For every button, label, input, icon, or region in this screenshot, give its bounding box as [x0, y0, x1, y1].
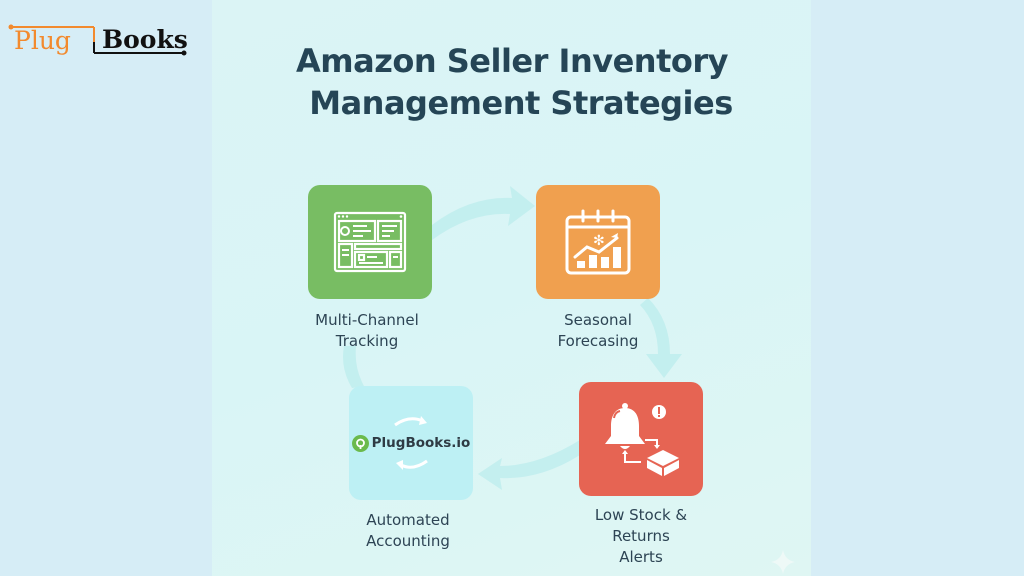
title-line-1: Amazon Seller Inventory [296, 42, 729, 80]
label-line: Seasonal [564, 311, 632, 329]
snowflake-icon: ✻ [593, 233, 605, 249]
label-line: Low Stock & [594, 506, 688, 524]
arrow-left-icon [478, 440, 580, 490]
plugbooks-io-logo: PlugBooks.io [351, 434, 471, 452]
label-line: Forecasing [557, 332, 639, 350]
arrow-down-icon [640, 298, 682, 378]
label-line: Tracking [335, 332, 399, 350]
sync-arrow-top-icon [394, 416, 427, 427]
dashboard-window-icon [333, 211, 407, 273]
plugbooks-mark-icon [351, 434, 369, 452]
label-line: Returns [612, 527, 670, 545]
logo-text-plug: Plug [14, 26, 71, 55]
page-title: Amazon Seller Inventory Management Strat… [0, 40, 1024, 124]
label-seasonal-forecasting: Seasonal Forecasing [508, 310, 688, 352]
logo-circuit-lines-icon [8, 24, 187, 56]
card-seasonal-forecasting[interactable]: ✻ [536, 185, 660, 299]
plugbooks-io-text: PlugBooks.io [371, 435, 471, 451]
label-low-stock-returns-alerts: Low Stock & Returns Alerts [551, 505, 731, 568]
label-multi-channel-tracking: Multi-Channel Tracking [277, 310, 457, 352]
label-line: Accounting [366, 532, 450, 550]
sync-arrow-bottom-icon [396, 459, 428, 470]
arrow-right-icon [432, 186, 535, 240]
calendar-trend-icon: ✻ [565, 209, 631, 275]
plugbooks-brand-logo[interactable]: Plug Books [8, 22, 188, 67]
label-automated-accounting: Automated Accounting [318, 510, 498, 552]
card-automated-accounting[interactable]: PlugBooks.io [349, 386, 473, 500]
sparkle-icon [771, 550, 795, 574]
label-line: Automated [366, 511, 450, 529]
label-line: Alerts [619, 548, 663, 566]
arrow-up-arc-icon [343, 346, 364, 388]
title-line-2: Management Strategies [309, 84, 733, 122]
label-line: Multi-Channel [315, 311, 419, 329]
card-multi-channel-tracking[interactable] [308, 185, 432, 299]
logo-text-books: Books [102, 25, 188, 54]
card-low-stock-returns-alerts[interactable] [579, 382, 703, 496]
bell-box-alert-icon [605, 403, 679, 476]
